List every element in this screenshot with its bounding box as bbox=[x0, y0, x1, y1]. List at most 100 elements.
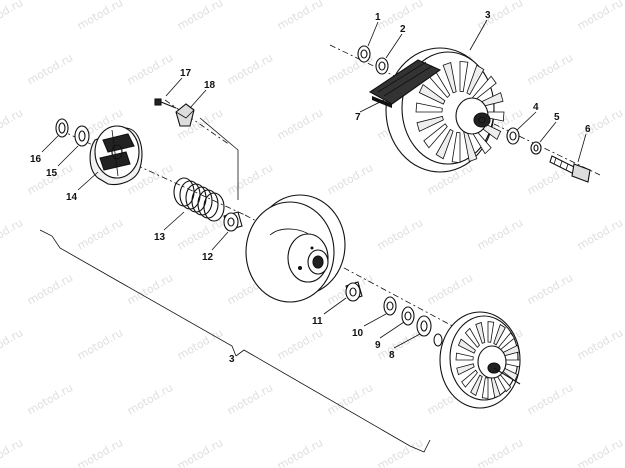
callout-labels: 1 2 3 4 5 6 7 8 9 10 11 12 13 14 15 16 1… bbox=[30, 10, 591, 365]
cooling-fin bbox=[475, 321, 486, 344]
callout-9: 9 bbox=[375, 340, 381, 351]
part-7-drive-belt bbox=[368, 59, 442, 108]
part-16-snap-ring bbox=[55, 118, 69, 138]
callout-4: 4 bbox=[533, 102, 539, 113]
watermark-text: motod.ru bbox=[575, 326, 625, 362]
cooling-fin bbox=[464, 327, 480, 348]
watermark-text: motod.ru bbox=[25, 51, 75, 87]
cooling-fin bbox=[457, 338, 476, 354]
part-17-screw bbox=[154, 98, 177, 109]
part-9-washer bbox=[401, 306, 415, 326]
part-11-spacer bbox=[345, 281, 363, 302]
cooling-fin bbox=[418, 83, 446, 105]
callout-1: 1 bbox=[375, 12, 381, 23]
part-8-washer bbox=[416, 315, 432, 337]
watermark-text: motod.ru bbox=[525, 381, 575, 417]
watermark-text: motod.ru bbox=[275, 326, 325, 362]
spring-coil bbox=[185, 183, 207, 213]
callout-10: 10 bbox=[352, 328, 364, 339]
part-1-washer bbox=[357, 45, 371, 63]
cooling-fin bbox=[423, 123, 448, 149]
watermark-text: motod.ru bbox=[75, 326, 125, 362]
cooling-fin bbox=[416, 115, 444, 132]
cooling-fin bbox=[456, 363, 475, 376]
watermark-text: motod.ru bbox=[175, 0, 225, 33]
spring-coil bbox=[173, 177, 195, 207]
watermark-text: motod.ru bbox=[225, 51, 275, 87]
cooling-fin bbox=[461, 369, 478, 388]
watermark-text: motod.ru bbox=[575, 436, 625, 468]
watermark-text: motod.ru bbox=[525, 51, 575, 87]
part-6-bolt bbox=[549, 155, 591, 183]
callout-6: 6 bbox=[585, 124, 591, 135]
watermark-text: motod.ru bbox=[175, 326, 225, 362]
spring-coil bbox=[203, 192, 225, 222]
watermark-text: motod.ru bbox=[375, 436, 425, 468]
cooling-fin bbox=[470, 374, 483, 397]
cooling-fin bbox=[451, 131, 461, 164]
watermark-text: motod.ru bbox=[0, 0, 25, 33]
callout-14: 14 bbox=[66, 192, 78, 203]
watermark-text: motod.ru bbox=[125, 381, 175, 417]
callout-13: 13 bbox=[154, 232, 166, 243]
movable-sheave bbox=[245, 194, 346, 303]
spring-coil bbox=[179, 180, 201, 210]
watermark-text: motod.ru bbox=[375, 216, 425, 252]
spring-coil bbox=[191, 186, 213, 216]
callout-8: 8 bbox=[389, 350, 395, 361]
spring-coil bbox=[197, 189, 219, 219]
part-15-washer bbox=[74, 125, 90, 147]
callout-17: 17 bbox=[180, 68, 192, 79]
leader-lines bbox=[41, 19, 587, 349]
watermark-text: motod.ru bbox=[75, 0, 125, 33]
callout-7: 7 bbox=[355, 112, 361, 123]
watermark-text: motod.ru bbox=[575, 0, 625, 33]
callout-5: 5 bbox=[554, 112, 560, 123]
watermark-text: motod.ru bbox=[0, 106, 25, 142]
watermark-text: motod.ru bbox=[475, 216, 525, 252]
fixed-sheave-lower bbox=[433, 311, 521, 409]
watermark-text: motod.ru bbox=[0, 216, 25, 252]
part-3-driven-clutch bbox=[385, 47, 505, 173]
part-13-spring bbox=[173, 177, 225, 222]
callout-18: 18 bbox=[204, 80, 216, 91]
watermark-text: motod.ru bbox=[325, 381, 375, 417]
part-18-slider-button bbox=[175, 103, 195, 127]
watermark-text: motod.ru bbox=[175, 216, 225, 252]
watermark-text: motod.ru bbox=[325, 161, 375, 197]
assembly-bracket bbox=[39, 229, 431, 453]
callout-assembly-3: 3 bbox=[229, 354, 235, 365]
watermark-text: motod.ru bbox=[475, 436, 525, 468]
part-2-washer bbox=[375, 57, 389, 75]
part-12-bushing bbox=[223, 211, 243, 232]
cooling-fin bbox=[415, 102, 443, 113]
watermark-text: motod.ru bbox=[25, 271, 75, 307]
watermark-text: motod.ru bbox=[75, 216, 125, 252]
watermark-text: motod.ru bbox=[0, 326, 25, 362]
cooling-fin bbox=[493, 323, 506, 346]
callout-3: 3 bbox=[485, 10, 491, 21]
cooling-fin bbox=[459, 60, 469, 93]
callout-11: 11 bbox=[312, 316, 323, 327]
watermark-text: motod.ru bbox=[525, 271, 575, 307]
watermark-text: motod.ru bbox=[275, 106, 325, 142]
watermark-text: motod.ru bbox=[425, 271, 475, 307]
watermark-text: motod.ru bbox=[25, 381, 75, 417]
part-4-washer bbox=[506, 127, 520, 145]
watermark-text: motod.ru bbox=[125, 51, 175, 87]
cooling-fin bbox=[487, 321, 495, 343]
cooling-fin bbox=[481, 377, 489, 399]
watermark-text: motod.ru bbox=[0, 436, 25, 468]
watermark-text: motod.ru bbox=[75, 436, 125, 468]
watermark-text: motod.ru bbox=[225, 161, 275, 197]
watermark-text: motod.ru bbox=[275, 436, 325, 468]
watermark-text: motod.ru bbox=[575, 106, 625, 142]
watermark-text: motod.ru bbox=[575, 216, 625, 252]
callout-16: 16 bbox=[30, 154, 42, 165]
callout-15: 15 bbox=[46, 168, 58, 179]
part-10-washer bbox=[383, 296, 397, 316]
part-14-helix-cam bbox=[89, 125, 143, 186]
cooling-fin bbox=[442, 62, 457, 94]
